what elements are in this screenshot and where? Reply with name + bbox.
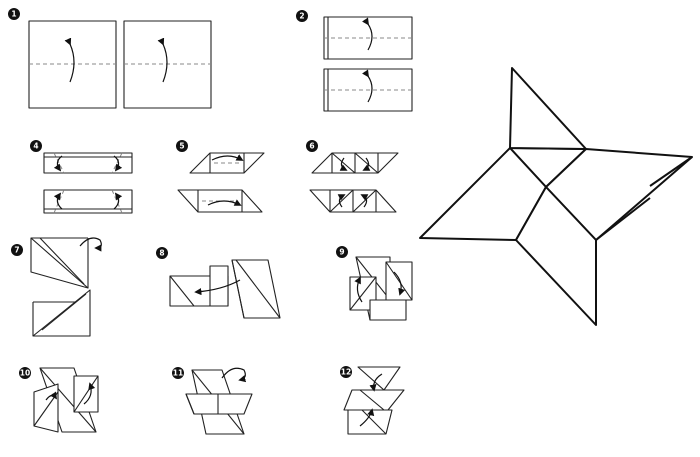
step-badge: 10 [19,367,31,379]
fold-arrow [53,155,63,172]
step-10: 10 [19,367,99,433]
diagonal-crease [331,152,356,174]
step-badge: 12 [340,366,352,378]
step-number: 11 [173,369,183,378]
turn-over-arrow [79,237,102,252]
step-badge: 5 [176,140,188,152]
fold-line [111,152,123,174]
paper-layer [209,265,229,307]
paper-strip-bottom [43,189,133,214]
diagonal-crease [349,276,377,311]
fold-arrow [393,271,406,296]
diagonal-crease [359,389,385,411]
finished-shuriken [419,67,693,326]
layer-edge [185,393,195,415]
step-2: 2 [296,10,413,112]
fold-arrow [45,391,57,401]
paper-flap-bottom [369,299,407,321]
step-number: 12 [341,368,351,377]
shuriken-point-top [509,67,587,150]
fold-arrow [113,192,123,210]
diagonal-crease [73,375,99,413]
fold-arrow [113,155,123,172]
fold-arrow [339,157,348,171]
fold-arrow [157,37,168,83]
diagonal-crease [385,261,413,301]
fold-arrow [362,157,371,171]
fold-arrow [53,192,63,210]
fold-arrow [207,199,242,206]
fold-arrow [211,154,244,161]
step-number: 4 [33,142,38,151]
step-badge: 6 [306,140,318,152]
step-number: 2 [299,12,304,21]
step-9: 9 [336,246,413,321]
step-5: 5 [176,140,265,213]
fold-arrow [337,194,346,208]
fold-arrow [359,408,375,427]
step-badge: 7 [11,244,23,256]
step-number: 5 [179,142,184,151]
step-number: 6 [309,142,314,151]
step-badge: 1 [8,8,20,20]
step-badge: 4 [30,140,42,152]
diagonal-crease [352,189,377,213]
paper-piece-bottom [32,289,91,337]
paper-parallelogram-top [189,152,265,174]
step-number: 10 [20,369,30,378]
fold-arrow [360,194,369,208]
insert-arrow [194,279,241,296]
step-badge: 11 [172,367,184,379]
turn-over-arrow [221,367,247,383]
paper-flap-left [33,383,59,433]
step-badge: 9 [336,246,348,258]
shuriken-point-bottom [515,186,597,326]
shuriken-crease [649,156,693,187]
diagonal-crease [41,293,87,331]
diagonal-crease [329,189,354,213]
fold-arrow [362,17,373,51]
step-4: 4 [30,140,133,214]
step-1: 1 [8,8,212,109]
fold-arrow [83,382,96,405]
diagonal-crease [169,275,195,307]
paper-flap-bottom [347,409,393,435]
step-6: 6 [306,140,399,213]
diagonal-crease [39,237,85,285]
diagonal-crease [235,259,281,319]
fold-arrow [354,276,363,303]
step-number: 9 [339,248,344,257]
fold-arrow [369,373,383,392]
step-12: 12 [340,366,405,435]
fold-arrow [362,69,373,103]
paper-piece-horizontal [343,389,405,411]
step-number: 7 [14,246,19,255]
diagonal-crease [361,409,387,435]
fold-arrow [64,37,75,83]
step-badge: 8 [156,247,168,259]
step-number: 8 [159,249,164,258]
step-7: 7 [11,237,102,337]
shuriken-crease [595,197,651,241]
paper-strip-top [43,152,133,174]
paper-piece-top [30,237,89,289]
paper-piece-horizontal [185,393,253,415]
diagonal-crease [39,367,97,433]
step-number: 1 [11,10,16,19]
step-badge: 2 [296,10,308,22]
step-8: 8 [156,247,281,319]
paper-flap-top [357,366,401,391]
step-11: 11 [172,367,253,435]
diagonal-crease [354,152,379,174]
layer-edge [231,259,245,319]
fold-line [53,152,65,174]
